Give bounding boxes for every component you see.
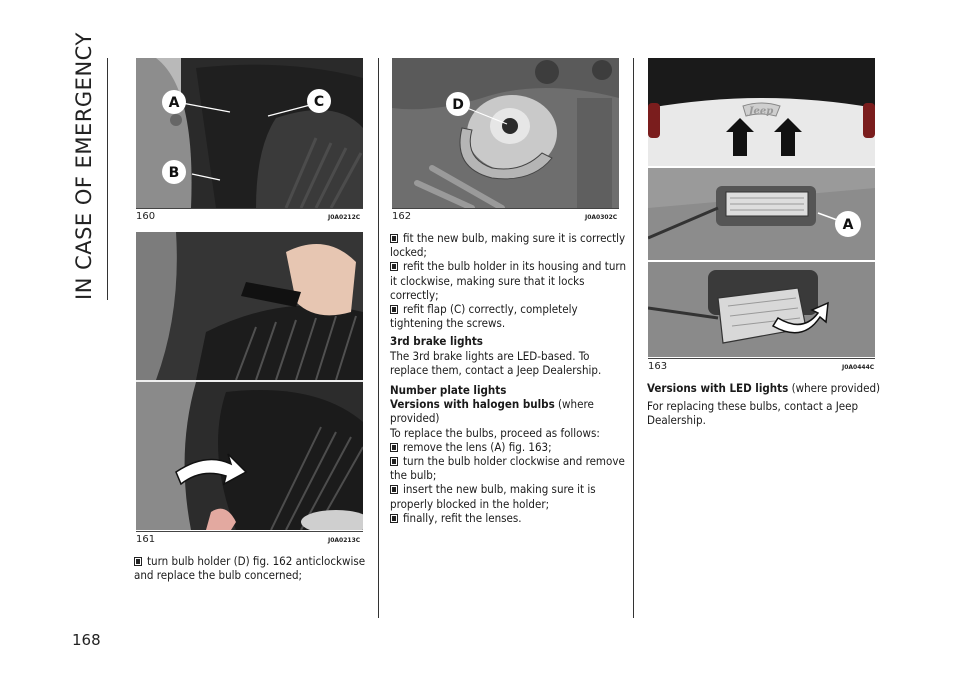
figure-162-caption-rule — [392, 208, 619, 209]
bullet-icon — [390, 262, 398, 272]
list-item-text: fit the new bulb, making sure it is corr… — [390, 231, 626, 260]
list-item: fit the new bulb, making sure it is corr… — [390, 231, 626, 259]
list-item: turn the bulb holder clockwise and remov… — [390, 454, 626, 482]
figure-160-code: J0A0212C — [328, 214, 361, 221]
subheading-halogen-title: Versions with halogen bulbs — [390, 397, 555, 412]
page-number: 168 — [72, 631, 101, 649]
bullet-icon — [390, 513, 398, 523]
subheading-halogen-suffix: (where provided) — [390, 397, 594, 426]
column-2-text: fit the new bulb, making sure it is corr… — [390, 231, 626, 525]
heading-led-lights-suffix: (where provided) — [788, 381, 881, 395]
list-item: remove the lens (A) fig. 163; — [390, 440, 626, 454]
list-item: finally, refit the lenses. — [390, 511, 626, 525]
figure-160-caption-rule — [136, 208, 363, 209]
figure-161-number: 161 — [136, 534, 156, 545]
figure-160-number: 160 — [136, 211, 156, 222]
list-item: insert the new bulb, making sure it is p… — [390, 482, 626, 511]
heading-3rd-brake-lights: 3rd brake lights — [390, 334, 483, 349]
column-divider-1 — [378, 58, 379, 618]
list-item-text: insert the new bulb, making sure it is p… — [390, 482, 596, 511]
fig160-label-a: A — [169, 95, 180, 111]
list-item: refit flap (C) correctly, completely tig… — [390, 302, 626, 330]
figure-161-photo — [136, 232, 363, 530]
column-divider-2 — [633, 58, 634, 618]
section-rule — [107, 58, 108, 300]
subheading-halogen: Versions with halogen bulbs (where provi… — [390, 397, 594, 425]
figure-161-code: J0A0213C — [328, 537, 361, 544]
bullet-icon — [390, 485, 398, 495]
fig160-label-b: B — [169, 165, 180, 181]
figure-163-code: J0A0444C — [842, 364, 875, 371]
list-item: refit the bulb holder in its housing and… — [390, 259, 626, 302]
figure-162-code: J0A0302C — [585, 214, 618, 221]
heading-led-lights-title: Versions with LED lights — [647, 381, 789, 395]
bullet-icon — [390, 457, 398, 467]
bullet-icon — [390, 234, 398, 243]
list-item-text: turn bulb holder (D) fig. 162 anticlockw… — [134, 554, 366, 583]
list-item-text: remove the lens (A) fig. 163; — [403, 439, 552, 454]
section-title: IN CASE OF EMERGENCY — [72, 32, 96, 300]
figure-163-number: 163 — [648, 361, 668, 372]
fig162-label-d: D — [452, 97, 464, 113]
fig160-label-c: C — [314, 94, 324, 110]
figure-163-caption-rule — [648, 358, 875, 359]
figure-161-caption-rule — [136, 531, 363, 532]
bullet-icon — [390, 442, 398, 452]
column-1-text: turn bulb holder (D) fig. 162 anticlockw… — [134, 554, 366, 582]
bullet-icon — [134, 557, 142, 566]
figure-162-photo: D — [392, 58, 619, 208]
fig163-jeep-badge: Jeep — [747, 106, 773, 117]
list-item-text: turn the bulb holder clockwise and remov… — [390, 454, 625, 483]
heading-number-plate-lights: Number plate lights — [390, 383, 507, 398]
paragraph-led-lights: For replacing these bulbs, contact a Jee… — [647, 399, 859, 428]
bullet-icon — [390, 305, 398, 315]
column-3-text: Versions with LED lights (where provided… — [647, 381, 883, 434]
paragraph-procedure: To replace the bulbs, proceed as follows… — [390, 425, 600, 440]
figure-160-photo: A B C — [136, 58, 363, 208]
figure-162-number: 162 — [392, 211, 412, 222]
heading-led-lights: Versions with LED lights (where provided… — [647, 381, 883, 395]
paragraph-3rd-brake-lights: The 3rd brake lights are LED-based. To r… — [390, 348, 602, 377]
list-item-text: finally, refit the lenses. — [403, 510, 522, 525]
list-item-text: refit flap (C) correctly, completely tig… — [390, 302, 578, 331]
list-item: turn bulb holder (D) fig. 162 anticlockw… — [134, 554, 366, 582]
fig163-label-a: A — [843, 217, 854, 233]
figure-163-photo: Jeep A — [648, 58, 875, 357]
list-item-text: refit the bulb holder in its housing and… — [390, 259, 627, 302]
